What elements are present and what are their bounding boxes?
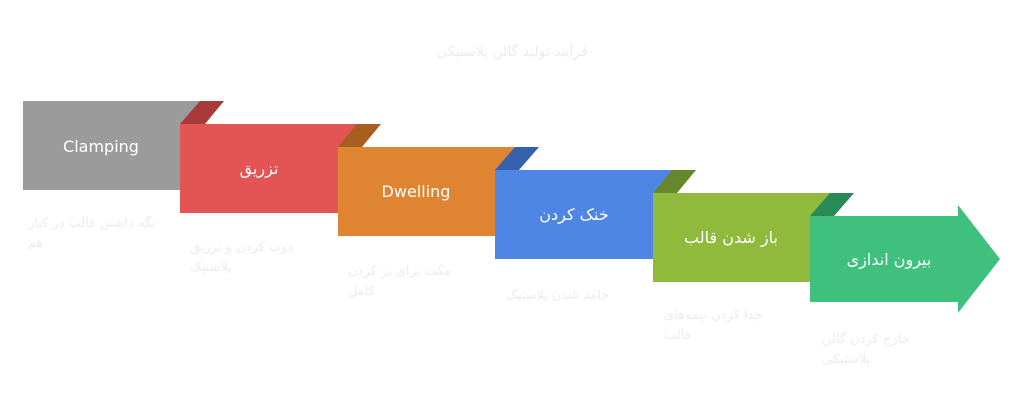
- step-3-label: Dwelling: [382, 182, 451, 201]
- step-6-description: خارج کردن گالن پلاستیکی: [822, 332, 910, 367]
- step-cooling: خنک کردن: [495, 147, 696, 259]
- step-clamping: Clamping: [23, 101, 224, 190]
- step-2-description: ذوب کردن و تزریق پلاستیک: [190, 240, 294, 275]
- step-ejection: بیرون اندازی: [810, 193, 1000, 313]
- step-6-label: بیرون اندازی: [847, 250, 932, 270]
- step-1-box: [23, 101, 200, 190]
- step-5-box: [653, 193, 830, 282]
- step-3-description: مکث برای پر کردن کامل: [348, 264, 452, 299]
- step-3-corner: [338, 124, 381, 147]
- step-dwelling: Dwelling: [338, 124, 539, 236]
- step-2-corner: [180, 101, 224, 124]
- step-4-label: خنک کردن: [539, 205, 608, 225]
- step-4-box: [495, 170, 672, 259]
- step-1-description: نگه داشتن قالب در کنار هم: [28, 216, 156, 251]
- step-2-box: [180, 124, 357, 213]
- step-4-description: جامد شدن پلاستیک: [506, 288, 610, 303]
- step-5-label: باز شدن قالب: [684, 228, 778, 248]
- step-5-description: جدا کردن نیمه‌های قالب: [664, 308, 763, 343]
- step-mold-opening: باز شدن قالب: [653, 170, 854, 282]
- step-2-label: تزریق: [240, 159, 279, 179]
- step-3-box: [338, 147, 515, 236]
- step-6-corner: [810, 193, 854, 216]
- diagram-title: فرآیند تولید گالن پلاستیکی: [436, 44, 588, 60]
- step-1-label: Clamping: [63, 137, 139, 156]
- step-6-arrow: [810, 205, 1000, 313]
- step-4-corner: [495, 147, 539, 170]
- step-5-corner: [653, 170, 696, 193]
